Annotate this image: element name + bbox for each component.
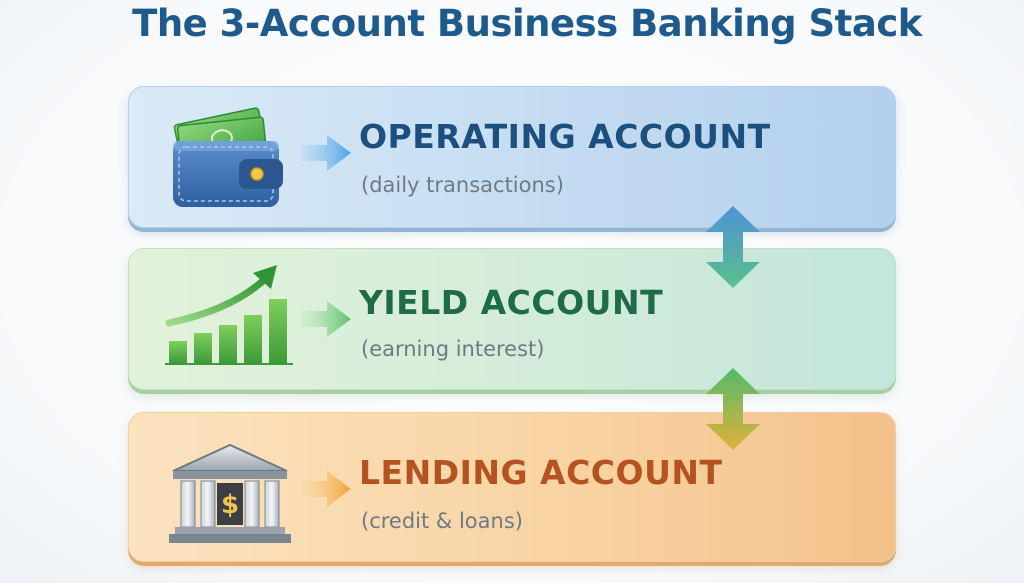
bank-icon: $ <box>169 443 291 543</box>
arrow-right-icon <box>301 301 351 337</box>
lending-account-card: $ LENDING ACCOUNT (credit & loans) <box>128 412 896 562</box>
arrow-right-icon <box>301 471 351 507</box>
account-subtitle: (daily transactions) <box>361 173 564 197</box>
account-heading: OPERATING ACCOUNT <box>359 117 771 156</box>
account-subtitle: (earning interest) <box>361 337 545 361</box>
account-heading: YIELD ACCOUNT <box>359 283 664 322</box>
wallet-icon <box>173 107 283 207</box>
double-arrow-icon <box>706 368 760 450</box>
page-title: The 3-Account Business Banking Stack <box>132 2 922 45</box>
yield-account-card: YIELD ACCOUNT (earning interest) <box>128 248 896 390</box>
operating-account-card: OPERATING ACCOUNT (daily transactions) <box>128 86 896 228</box>
arrow-right-icon <box>301 135 351 171</box>
account-subtitle: (credit & loans) <box>361 509 523 533</box>
growth-chart-icon <box>165 265 293 365</box>
double-arrow-icon <box>706 206 760 288</box>
account-heading: LENDING ACCOUNT <box>359 453 723 492</box>
svg-text:$: $ <box>221 490 239 520</box>
